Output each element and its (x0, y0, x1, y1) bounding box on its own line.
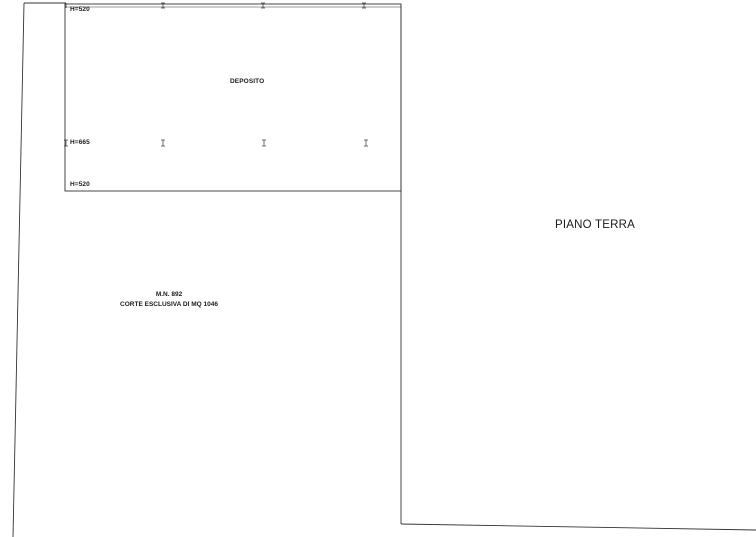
deposito-room-label: DEPOSITO (230, 78, 265, 85)
building-bottom-wall (400, 523, 756, 531)
floor-title-label: PIANO TERRA (555, 219, 635, 231)
yard-left-boundary (12, 2, 25, 537)
deposito-room-outline (64, 3, 402, 192)
top-wall-markers (65, 2, 366, 9)
parcel-description-label: CORTE ESCLUSIVA DI MQ 1046 (120, 301, 218, 308)
height-label-top: H=520 (70, 6, 90, 13)
height-label-bottom: H=520 (70, 181, 90, 188)
parcel-number-label: M.N. 892 (155, 291, 183, 298)
mid-row-markers (64, 139, 368, 147)
height-label-middle: H=665 (70, 139, 90, 146)
